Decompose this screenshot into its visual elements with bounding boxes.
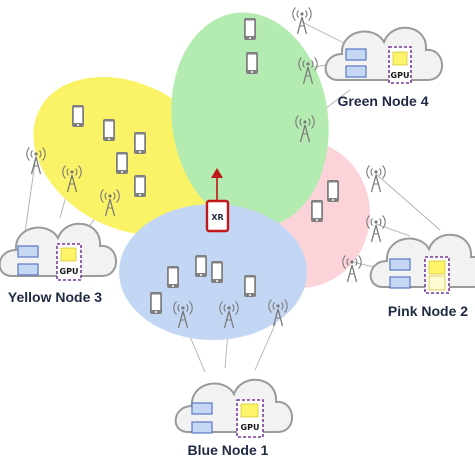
smartphone-icon [134, 132, 146, 154]
smartphone-icon [327, 180, 339, 202]
smartphone-icon [103, 119, 115, 141]
gpu-label: GPU [391, 71, 410, 80]
yellow-node-cloud: GPU [0, 222, 118, 281]
cloud-icon [324, 26, 444, 81]
green-node-cloud: GPU [324, 26, 444, 84]
gpu-label: GPU [60, 267, 79, 276]
server-vm-icon [17, 245, 39, 258]
server-vm-icon [191, 421, 213, 434]
server-vm-icon [17, 263, 39, 276]
smartphone-icon [150, 292, 162, 314]
blue-node-label: Blue Node 1 [188, 442, 269, 458]
gpu-label: GPU [241, 423, 260, 432]
xr-device: XR [205, 168, 230, 233]
smartphone-icon [72, 105, 84, 127]
arrow-head [211, 168, 223, 178]
smartphone-icon [211, 261, 223, 283]
cloud-icon [369, 233, 475, 288]
server-vm-icon [191, 402, 213, 415]
pink-node-label: Pink Node 2 [388, 303, 468, 319]
blue-node-cloud: GPU [174, 378, 294, 438]
pink-node-cloud [369, 233, 475, 294]
green-coverage-zone [171, 12, 329, 228]
green-node-label: Green Node 4 [337, 93, 428, 109]
server-vm-icon [345, 65, 367, 78]
server-vm-icon [389, 258, 411, 271]
cell-tower-icon [292, 6, 312, 35]
xr-headset-icon [205, 199, 230, 233]
smartphone-icon [134, 175, 146, 197]
smartphone-icon [167, 266, 179, 288]
smartphone-icon [244, 275, 256, 297]
smartphone-icon [244, 18, 256, 40]
xr-label: XR [211, 213, 223, 222]
yellow-node-label: Yellow Node 3 [8, 289, 102, 305]
smartphone-icon [116, 152, 128, 174]
smartphone-icon [311, 200, 323, 222]
server-vm-icon [345, 48, 367, 61]
cell-tower-icon [366, 164, 386, 193]
smartphone-icon [246, 52, 258, 74]
server-vm-icon [389, 276, 411, 289]
smartphone-icon [195, 255, 207, 277]
